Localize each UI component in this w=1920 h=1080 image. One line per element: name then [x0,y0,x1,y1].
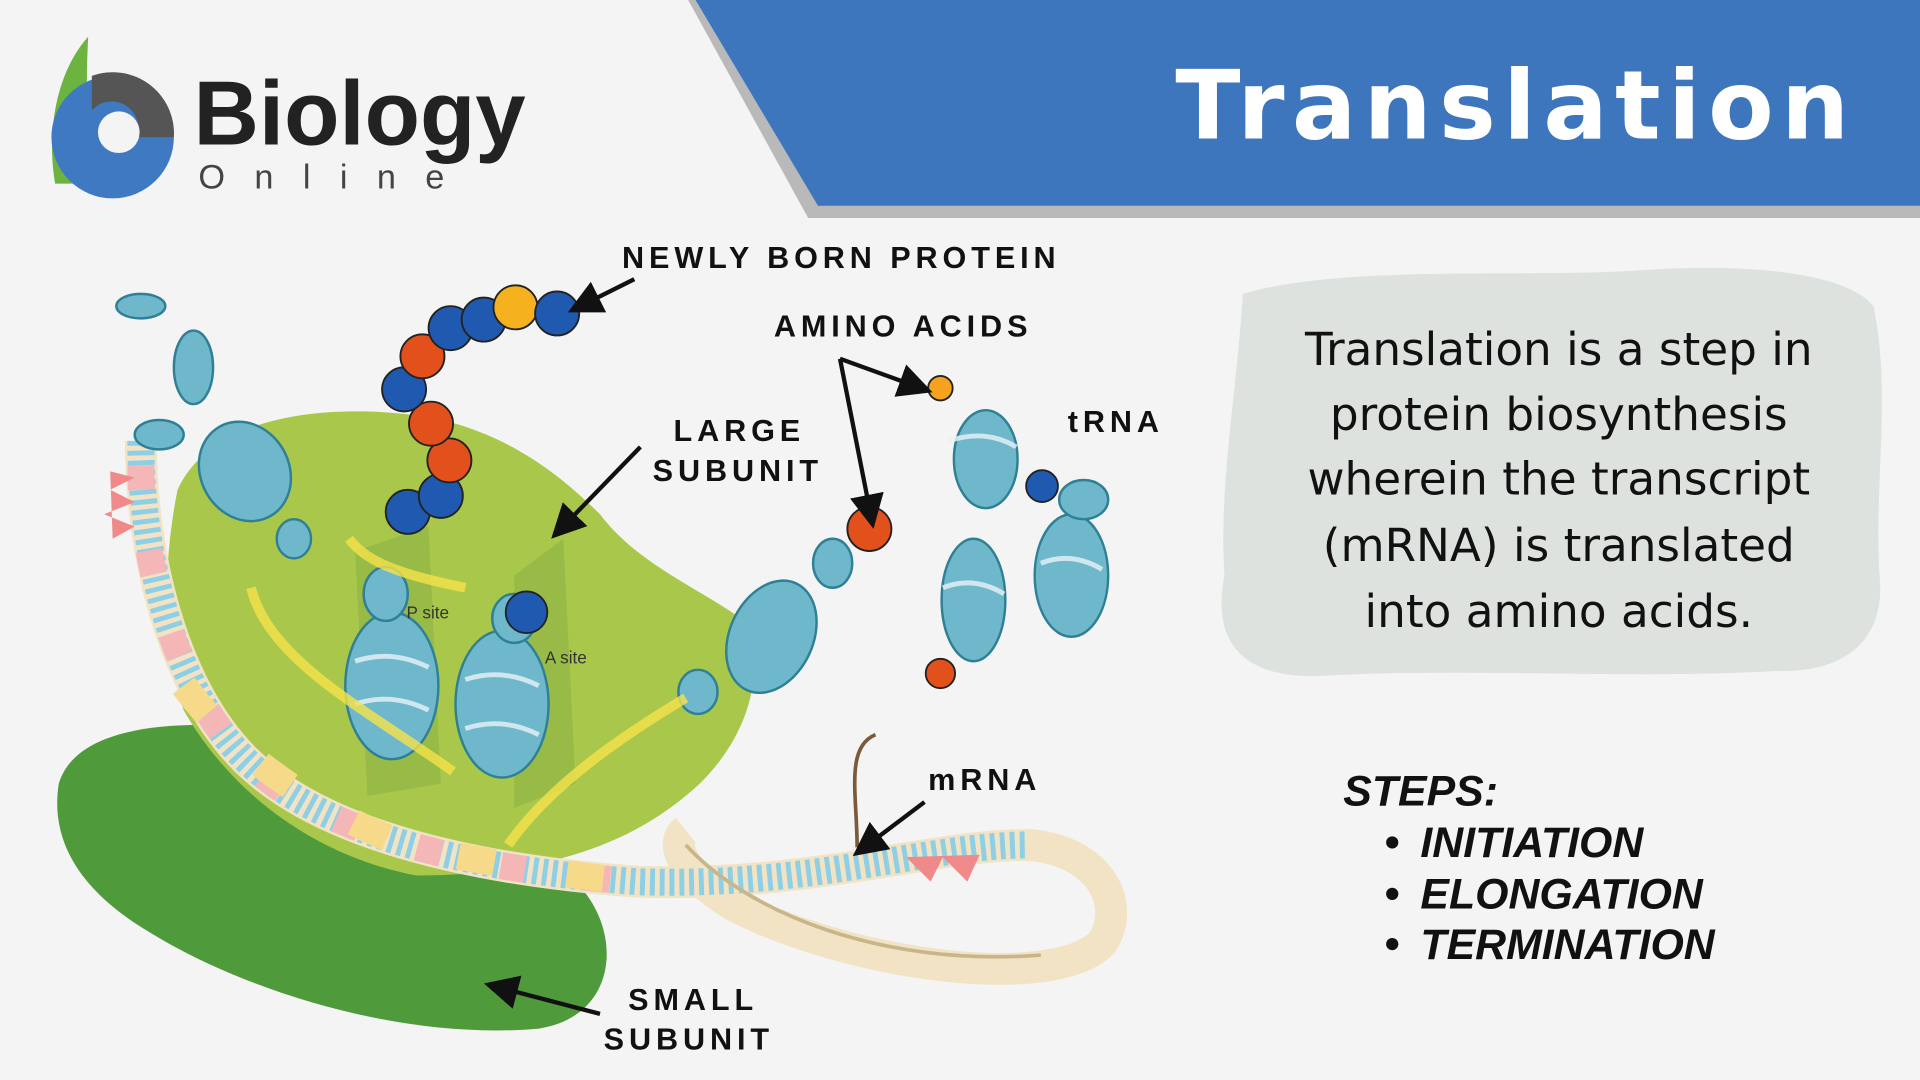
description-line: Translation is a step in [1304,323,1813,376]
label-large-subunit-2: SUBUNIT [653,454,823,488]
description-line: wherein the transcript [1307,453,1810,506]
protein-chain [381,284,581,535]
header-banner: Translation [688,0,1920,218]
step-item: TERMINATION [1420,921,1715,969]
steps-list: STEPS: INITIATION ELONGATION TERMINATION [1343,768,1716,969]
label-large-subunit-1: LARGE [673,414,805,448]
a-site-label: A site [545,648,587,668]
description-line: protein biosynthesis [1330,388,1788,441]
description-text: Translation is a step in protein biosynt… [1304,323,1813,638]
step-item: ELONGATION [1420,871,1703,919]
description-line: (mRNA) is translated [1323,519,1795,572]
page-title: Translation [1175,49,1856,161]
large-subunit [166,411,754,876]
label-small-subunit-2: SUBUNIT [604,1022,774,1056]
ribosome-diagram: P site A site [57,241,1164,1056]
description-box: Translation is a step in protein biosynt… [1221,267,1882,677]
description-line: into amino acids. [1365,585,1753,638]
label-mrna: mRNA [928,763,1041,797]
step-item: INITIATION [1420,819,1644,867]
biology-online-logo: Biology Online [51,36,526,199]
label-small-subunit-1: SMALL [628,983,758,1017]
label-amino-acids: AMINO ACIDS [774,310,1033,344]
logo-mark-icon [51,36,174,199]
logo-text: Biology [193,63,525,164]
steps-heading: STEPS: [1343,768,1498,816]
logo-subtext: Online [198,159,473,197]
label-newly-born-protein: NEWLY BORN PROTEIN [622,241,1061,275]
trna-molecules [115,292,1110,779]
pointer-arrows [483,277,933,1016]
label-trna: tRNA [1068,405,1164,439]
p-site-label: P site [407,602,450,622]
